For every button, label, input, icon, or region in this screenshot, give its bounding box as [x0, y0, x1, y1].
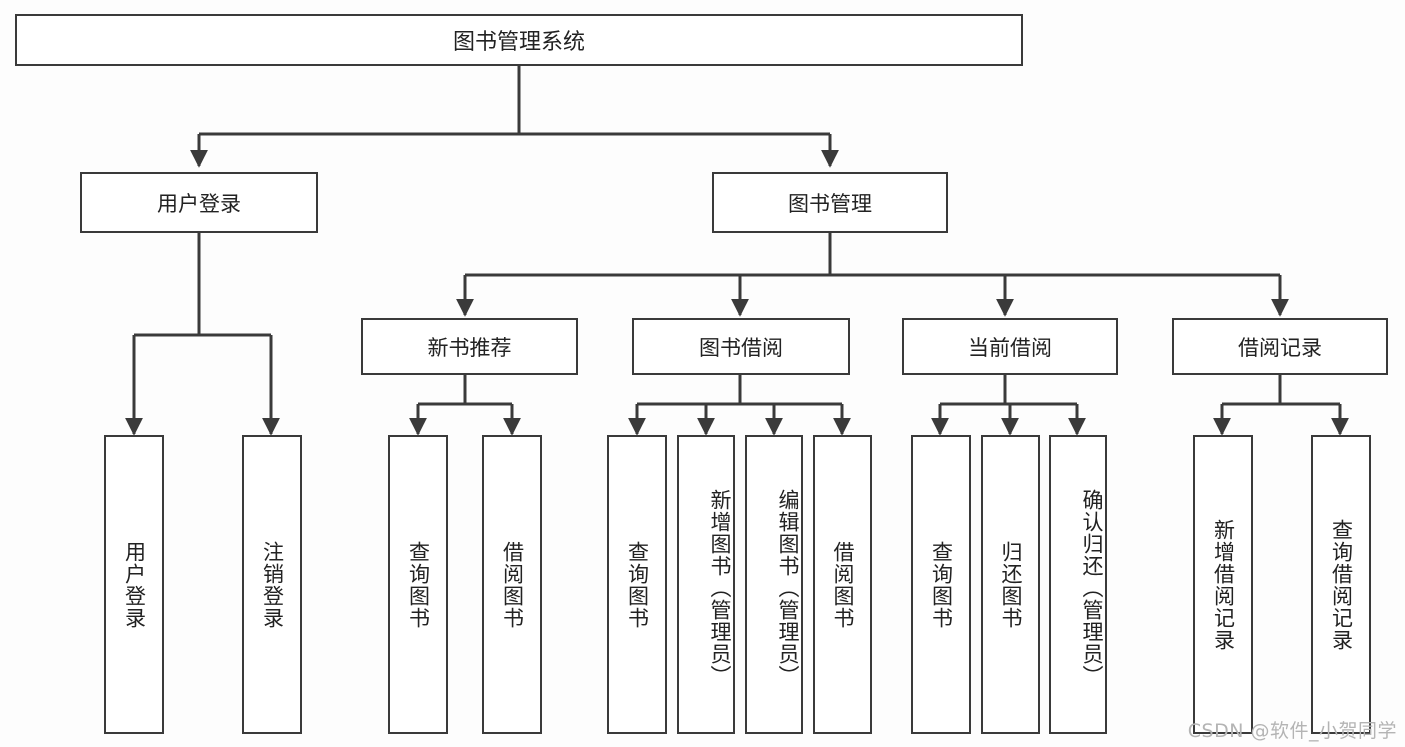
- node-current-borrow[interactable]: 当前借阅: [902, 318, 1118, 375]
- leaf-user-login-1[interactable]: 用户登录: [104, 435, 164, 734]
- node-book-borrow[interactable]: 图书借阅: [632, 318, 850, 375]
- leaf-borrow-record-1[interactable]: 新增借阅记录: [1193, 435, 1253, 734]
- leaf-book-borrow-4[interactable]: 借阅图书: [813, 435, 872, 734]
- leaf-borrow-record-2[interactable]: 查询借阅记录: [1311, 435, 1371, 734]
- leaf-current-borrow-1[interactable]: 查询图书: [911, 435, 971, 734]
- node-book-management[interactable]: 图书管理: [712, 172, 948, 233]
- leaf-book-borrow-3[interactable]: 编辑图书（管理员）: [745, 435, 803, 734]
- leaf-current-borrow-3[interactable]: 确认归还（管理员）: [1049, 435, 1107, 734]
- node-borrow-record[interactable]: 借阅记录: [1172, 318, 1388, 375]
- leaf-current-borrow-2[interactable]: 归还图书: [981, 435, 1040, 734]
- node-new-book-recommend[interactable]: 新书推荐: [361, 318, 578, 375]
- leaf-book-borrow-2[interactable]: 新增图书（管理员）: [677, 435, 735, 734]
- node-user-login[interactable]: 用户登录: [80, 172, 318, 233]
- leaf-new-book-1[interactable]: 查询图书: [388, 435, 448, 734]
- leaf-user-login-2[interactable]: 注销登录: [242, 435, 302, 734]
- leaf-book-borrow-1[interactable]: 查询图书: [607, 435, 667, 734]
- node-root-system[interactable]: 图书管理系统: [15, 14, 1023, 66]
- leaf-new-book-2[interactable]: 借阅图书: [482, 435, 542, 734]
- csdn-watermark: CSDN @软件_小贺同学: [1187, 720, 1397, 742]
